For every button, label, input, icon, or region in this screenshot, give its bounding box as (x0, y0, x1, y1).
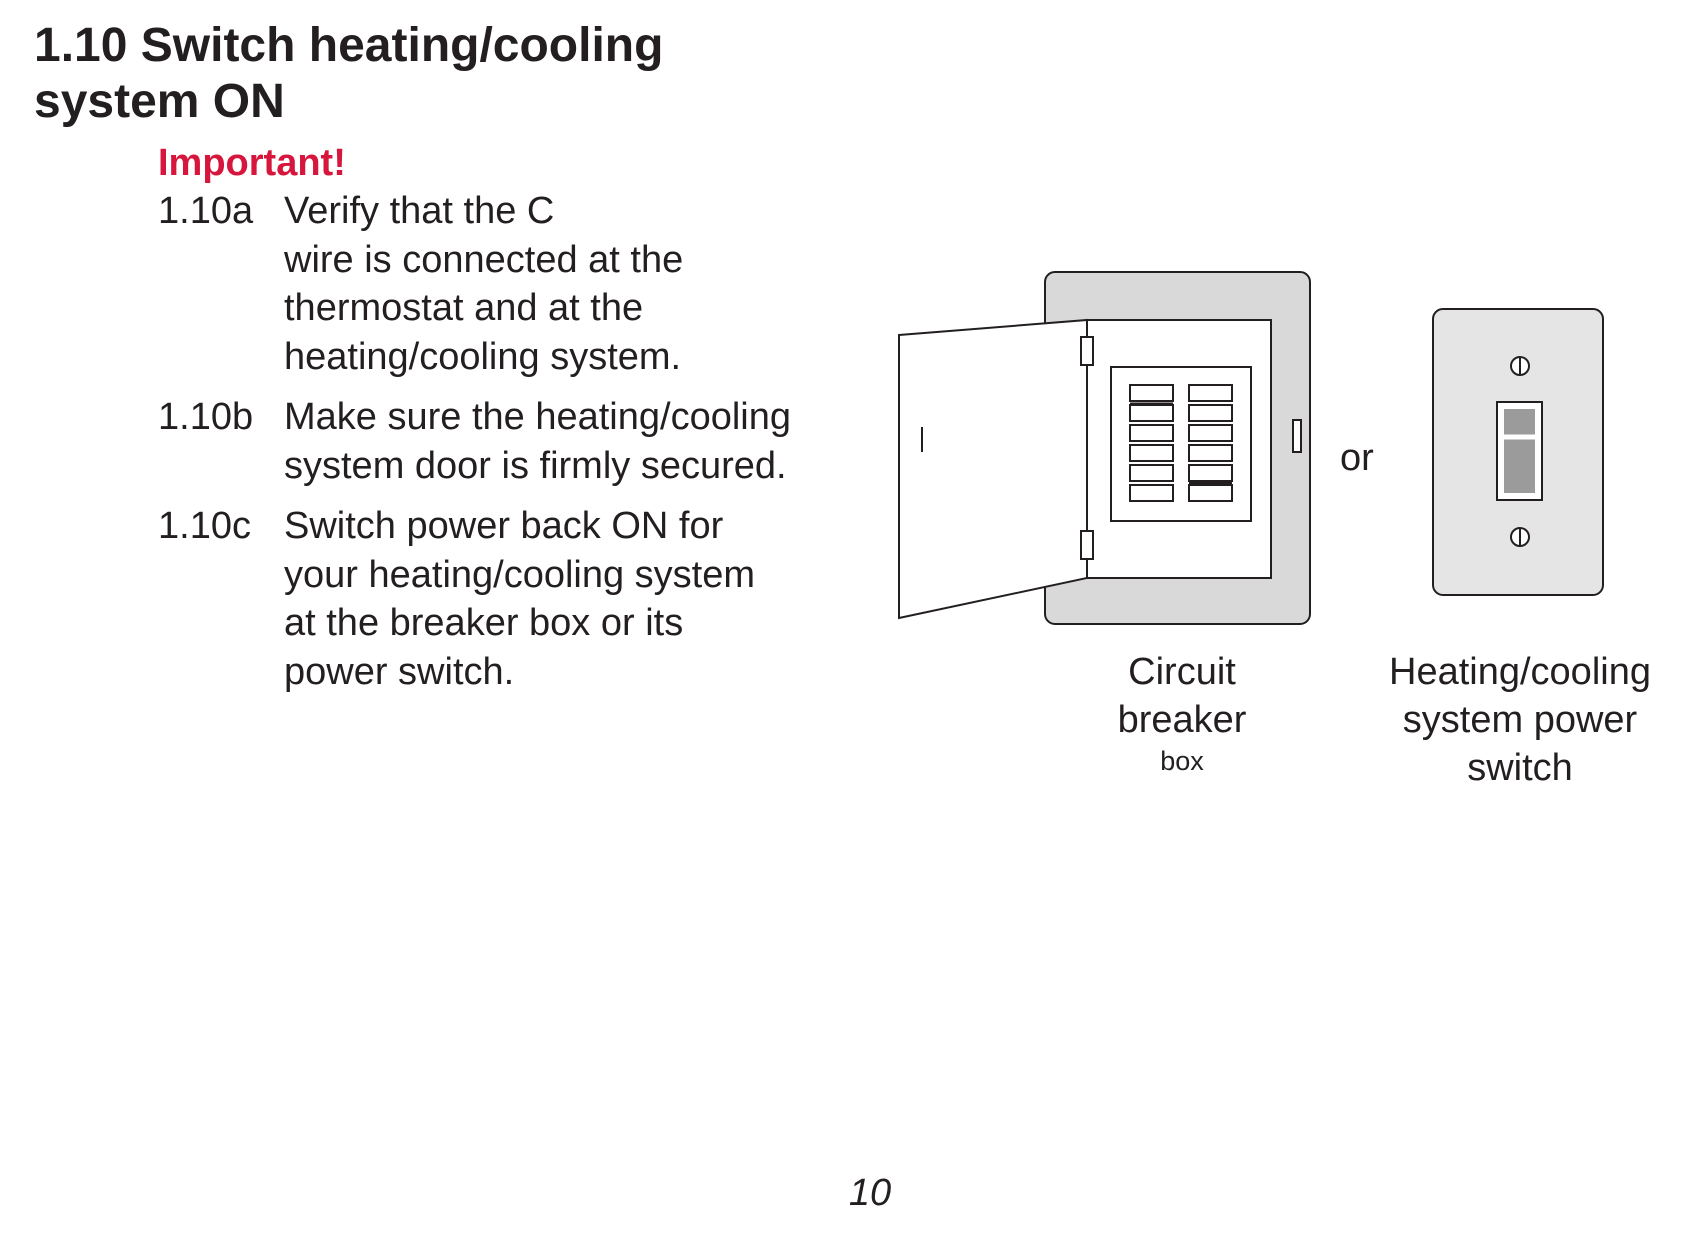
breaker-caption: Circuit breaker box (1082, 648, 1282, 778)
step-line: at the breaker box or its (284, 602, 684, 644)
step-number: 1.10b (158, 396, 254, 438)
switch-caption: Heating/cooling system power switch (1370, 648, 1670, 792)
or-label: or (1340, 437, 1374, 479)
section-title-line-1: 1.10 Switch heating/cooling (34, 19, 664, 72)
step-line: system door is firmly secured. (284, 444, 787, 487)
step-line: heating/cooling system. (284, 335, 682, 378)
caption-line: Circuit (1128, 651, 1236, 693)
step-text: Verify that the C wire is connected at t… (284, 187, 683, 381)
caption-line: Heating/cooling (1389, 651, 1651, 693)
step-line: Switch power back ON for (284, 505, 724, 547)
steps-list: 1.10a Verify that the C wire is connecte… (158, 187, 838, 708)
page-number: 10 (848, 1172, 892, 1214)
step-line: Verify that the C (284, 190, 555, 232)
step-line: wire is connected at the (284, 238, 684, 281)
important-label: Important! (158, 142, 346, 184)
caption-line: box (1160, 746, 1204, 776)
step-1-10a: 1.10a Verify that the C wire is connecte… (158, 187, 838, 381)
caption-line: switch (1467, 747, 1573, 789)
power-switch-icon (1432, 308, 1604, 596)
step-text: Switch power back ON for your heating/co… (284, 502, 755, 696)
step-line: Make sure the heating/cooling (284, 396, 791, 438)
step-line: thermostat and at the (284, 287, 644, 329)
caption-line: system power (1402, 699, 1638, 741)
step-1-10c: 1.10c Switch power back ON for your heat… (158, 502, 838, 696)
step-1-10b: 1.10b Make sure the heating/cooling syst… (158, 393, 838, 490)
step-line: power switch. (284, 650, 515, 693)
step-line: your heating/cooling system (284, 553, 756, 596)
step-number: 1.10a (158, 190, 254, 232)
breaker-box-icon (898, 271, 1311, 625)
section-title: 1.10 Switch heating/cooling system ON (34, 18, 663, 130)
section-title-line-2: system ON (34, 75, 285, 128)
step-number: 1.10c (158, 505, 251, 547)
caption-line: breaker (1117, 699, 1247, 741)
step-text: Make sure the heating/cooling system doo… (284, 393, 791, 490)
